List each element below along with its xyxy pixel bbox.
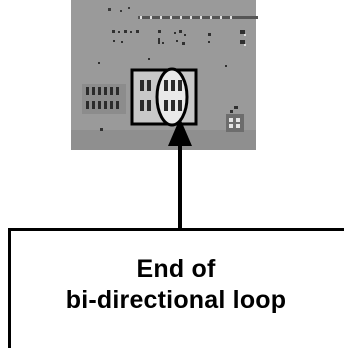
ellipse-marker-icon (155, 67, 189, 127)
connector-pins-left (82, 84, 126, 114)
callout-line-2: bi-directional loop (65, 286, 287, 314)
board-shadow (71, 130, 256, 150)
arrow-head (168, 118, 192, 146)
callout-label: End of bi-directional loop (8, 254, 344, 316)
small-connector-right (226, 114, 244, 132)
smd-components (98, 30, 246, 131)
arrow-up-icon (168, 118, 192, 228)
callout-line-1: End of (136, 255, 216, 283)
header-pin-row (108, 7, 258, 19)
circuit-board-image (71, 0, 258, 150)
callout-box (8, 228, 344, 348)
